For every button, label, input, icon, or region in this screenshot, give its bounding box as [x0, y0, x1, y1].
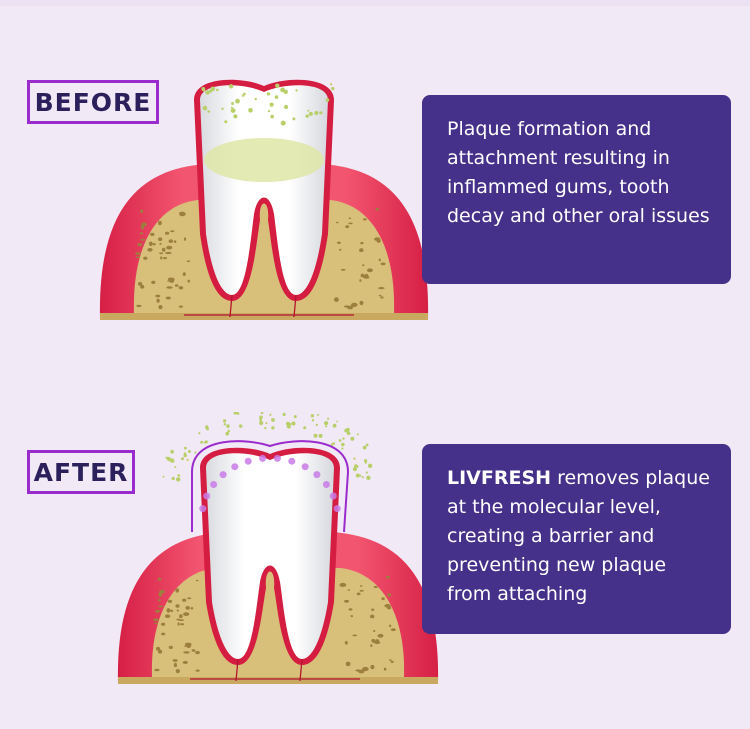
tooth-before-illustration: [99, 79, 429, 320]
tooth-after-illustration: [117, 412, 439, 684]
after-description: removes plaque at the molecular level, c…: [447, 467, 710, 605]
plaque-band: [204, 138, 324, 182]
tooth: [206, 453, 334, 659]
vessels: [190, 658, 360, 682]
vessels: [184, 294, 354, 318]
base: [100, 313, 428, 320]
after-description-panel: LIVFRESH removes plaque at the molecular…: [422, 444, 731, 634]
base: [118, 677, 438, 684]
bone: [133, 200, 395, 313]
top-border: [0, 0, 750, 6]
before-label: BEFORE: [27, 80, 159, 124]
brand-name: LIVFRESH: [447, 467, 552, 489]
after-label: AFTER: [27, 450, 135, 494]
tooth: [200, 85, 328, 295]
before-description: Plaque formation and attachment resultin…: [447, 118, 710, 227]
barrier-outline: [191, 440, 350, 533]
before-description-panel: Plaque formation and attachment resultin…: [422, 95, 731, 284]
